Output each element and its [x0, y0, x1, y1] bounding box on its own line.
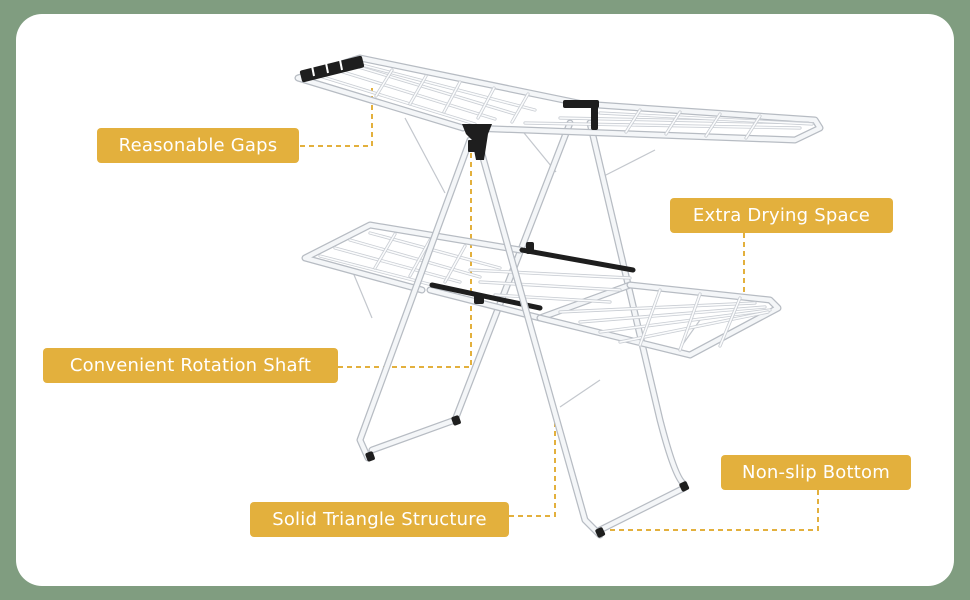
- extra-drying-space-label: Extra Drying Space: [670, 198, 893, 233]
- content-card: [16, 14, 954, 586]
- solid-triangle-structure-label: Solid Triangle Structure: [250, 502, 509, 537]
- rotation-joint: [462, 124, 492, 160]
- lower-right-wing: [426, 242, 782, 359]
- non-slip-feet: [365, 415, 690, 538]
- reasonable-gaps-label: Reasonable Gaps: [97, 128, 299, 163]
- lower-left-wing: [301, 221, 524, 294]
- non-slip-bottom-label: Non-slip Bottom: [721, 455, 911, 490]
- leader-lines: [300, 88, 819, 531]
- upper-left-wing: [294, 54, 587, 132]
- convenient-rotation-shaft-label: Convenient Rotation Shaft: [43, 348, 338, 383]
- upper-right-wing: [466, 100, 824, 144]
- rack-front-legs: [356, 136, 688, 539]
